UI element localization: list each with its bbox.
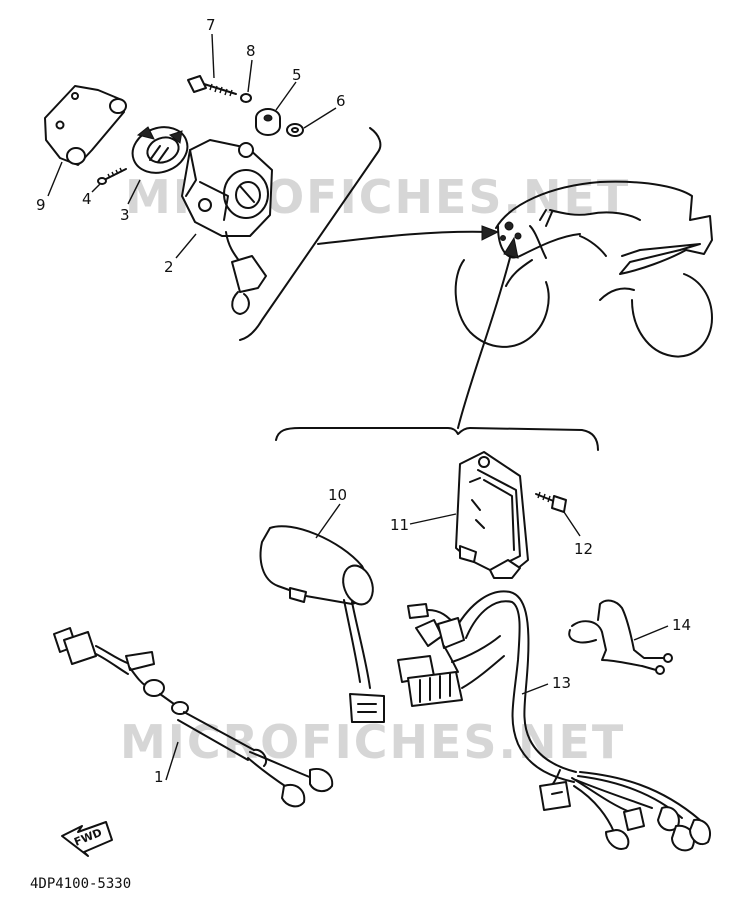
washer-part-8 xyxy=(240,93,252,103)
condenser-part-10 xyxy=(259,525,385,723)
main-switch-part-2 xyxy=(181,139,273,315)
wire-lead-part-14 xyxy=(568,599,673,675)
lock-ring-part-3 xyxy=(131,126,189,174)
leader-line-1 xyxy=(165,741,179,781)
collar-part-5 xyxy=(255,108,281,136)
rectifier-regulator-part-11 xyxy=(455,451,529,579)
bolt-part-7 xyxy=(187,75,237,97)
callout-13: 13 xyxy=(552,674,571,692)
callout-11: 11 xyxy=(390,516,409,534)
screw-part-4 xyxy=(97,167,127,185)
pointer-arrow-lower xyxy=(457,236,519,429)
bracket-part-9 xyxy=(44,85,127,166)
group-bracket-upper xyxy=(239,127,382,341)
callout-6: 6 xyxy=(336,92,346,110)
leader-line-8 xyxy=(247,59,253,93)
leader-line-10 xyxy=(315,503,341,539)
callout-2: 2 xyxy=(164,258,174,276)
nut-part-6 xyxy=(286,123,304,137)
leader-line-12 xyxy=(563,511,581,537)
diagram-code: 4DP4100-5330 xyxy=(30,876,131,892)
watermark-bottom: MICROFICHES.NET xyxy=(120,715,625,769)
leader-line-5 xyxy=(275,81,297,111)
leader-line-13 xyxy=(521,683,549,695)
leader-line-7 xyxy=(211,33,215,79)
callout-8: 8 xyxy=(246,42,256,60)
pointer-arrow-upper xyxy=(317,225,500,245)
callout-1: 1 xyxy=(154,768,164,786)
callout-12: 12 xyxy=(574,540,593,558)
leader-line-9 xyxy=(47,161,63,197)
callout-3: 3 xyxy=(120,206,130,224)
callout-5: 5 xyxy=(292,66,302,84)
leader-line-4 xyxy=(91,183,101,193)
wire-harness-part-13 xyxy=(397,590,712,852)
callout-4: 4 xyxy=(82,190,92,208)
group-bracket-lower xyxy=(275,427,599,451)
callout-7: 7 xyxy=(206,16,216,34)
callout-14: 14 xyxy=(672,616,691,634)
leader-line-6 xyxy=(303,107,337,129)
leader-line-2 xyxy=(175,233,197,259)
callout-10: 10 xyxy=(328,486,347,504)
motorcycle-silhouette xyxy=(454,180,713,358)
sub-harness-part-1 xyxy=(53,627,334,808)
leader-line-11 xyxy=(409,513,457,525)
callout-9: 9 xyxy=(36,196,46,214)
leader-line-14 xyxy=(633,625,669,641)
bolt-part-12 xyxy=(535,491,567,513)
forward-direction-marker: FWD xyxy=(61,821,113,857)
leader-line-3 xyxy=(127,179,141,205)
